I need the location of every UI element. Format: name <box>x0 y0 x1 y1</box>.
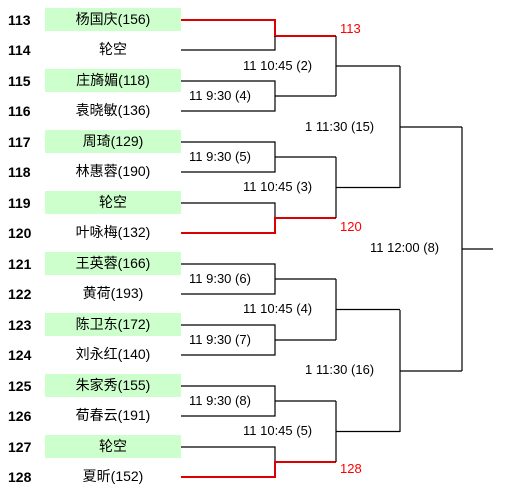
match-label: 1 11:30 (15) <box>305 119 375 134</box>
match-label: 1 11:30 (16) <box>305 362 375 377</box>
bracket-line <box>181 202 276 218</box>
slot-number: 118 <box>8 164 31 180</box>
slot-number: 114 <box>8 42 31 58</box>
player-name: 林惠蓉(190) <box>75 163 151 179</box>
match-label: 11 10:45 (2) <box>243 58 313 73</box>
slot-number: 115 <box>8 73 31 89</box>
player-name: 黄荷(193) <box>82 285 144 301</box>
bye-advance-line <box>181 19 336 37</box>
player-name: 刘永红(140) <box>75 346 151 362</box>
match-label: 11 9:30 (8) <box>189 393 251 408</box>
player-name: 庄旖媚(118) <box>45 69 181 92</box>
player-name: 荀春云(191) <box>75 407 151 423</box>
slot-number: 124 <box>8 347 32 363</box>
bracket-line <box>181 446 276 462</box>
match-label: 11 10:45 (4) <box>243 301 313 316</box>
player-name: 叶咏梅(132) <box>75 224 151 240</box>
match-label: 11 12:00 (8) <box>370 240 440 255</box>
bye-advance-line <box>181 217 336 234</box>
bye-advance-label: 120 <box>340 219 362 234</box>
slot-number: 119 <box>8 195 31 211</box>
player-name: 袁晓敏(136) <box>75 102 151 118</box>
player-name: 陈卫东(172) <box>45 313 181 336</box>
bye-advance-label: 128 <box>340 461 362 476</box>
match-label: 11 9:30 (5) <box>189 149 251 164</box>
slot-number: 120 <box>8 225 32 241</box>
slot-number: 121 <box>8 256 32 272</box>
player-name: 朱家秀(155) <box>45 374 181 397</box>
bye-advance-label: 113 <box>340 21 361 36</box>
slot-number: 128 <box>8 469 32 485</box>
match-label: 11 9:30 (6) <box>189 271 251 286</box>
match-label: 11 10:45 (5) <box>243 423 313 438</box>
slot-number: 122 <box>8 286 32 302</box>
slot-number: 126 <box>8 408 32 424</box>
match-label: 11 9:30 (7) <box>189 332 251 347</box>
player-name: 轮空 <box>45 191 181 214</box>
player-name: 杨国庆(156) <box>45 8 181 31</box>
slot-number: 123 <box>8 317 32 333</box>
slot-number: 116 <box>8 103 31 119</box>
match-label: 11 9:30 (4) <box>189 88 251 103</box>
player-name: 周琦(129) <box>45 130 181 153</box>
slot-number: 127 <box>8 439 32 455</box>
match-label: 11 10:45 (3) <box>243 179 313 194</box>
bye-advance-line <box>181 461 336 478</box>
bracket-line <box>181 36 276 51</box>
player-name: 王英蓉(166) <box>45 252 181 275</box>
slot-number: 113 <box>8 12 31 28</box>
slot-number: 117 <box>8 134 31 150</box>
player-name: 夏昕(152) <box>82 468 144 484</box>
player-name: 轮空 <box>45 435 181 458</box>
slot-number: 125 <box>8 378 32 394</box>
player-name: 轮空 <box>99 41 127 57</box>
